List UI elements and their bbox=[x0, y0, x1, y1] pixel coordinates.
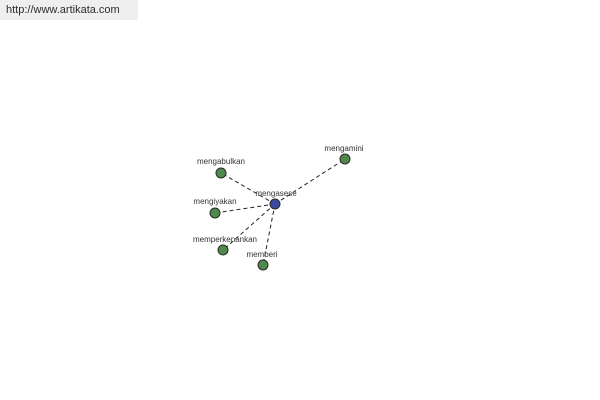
labels: mengamini mengabulkan mengiyakan memperk… bbox=[193, 144, 364, 259]
label-mengiyakan: mengiyakan bbox=[193, 197, 236, 206]
edge-memperkenankan bbox=[222, 203, 276, 251]
label-memberi: memberi bbox=[246, 250, 277, 259]
edge-mengiyakan bbox=[214, 203, 276, 214]
leaf-node-mengamini[interactable] bbox=[339, 153, 351, 165]
edge-mengabulkan bbox=[220, 172, 276, 205]
leaf-node-memberi[interactable] bbox=[257, 259, 269, 271]
center-node[interactable] bbox=[269, 198, 281, 210]
label-memperkenankan: memperkenankan bbox=[193, 235, 257, 244]
leaf-node-mengabulkan[interactable] bbox=[215, 167, 227, 179]
edge-memberi bbox=[262, 203, 276, 266]
url-bar: http://www.artikata.com bbox=[0, 0, 138, 20]
leaf-node-memperkenankan[interactable] bbox=[217, 244, 229, 256]
leaf-node-mengiyakan[interactable] bbox=[209, 207, 221, 219]
nodes bbox=[209, 153, 351, 271]
label-mengabulkan: mengabulkan bbox=[197, 157, 245, 166]
label-center: mengasese bbox=[255, 189, 297, 198]
label-mengamini: mengamini bbox=[324, 144, 363, 153]
edges bbox=[214, 158, 346, 266]
site-url[interactable]: http://www.artikata.com bbox=[6, 4, 120, 16]
